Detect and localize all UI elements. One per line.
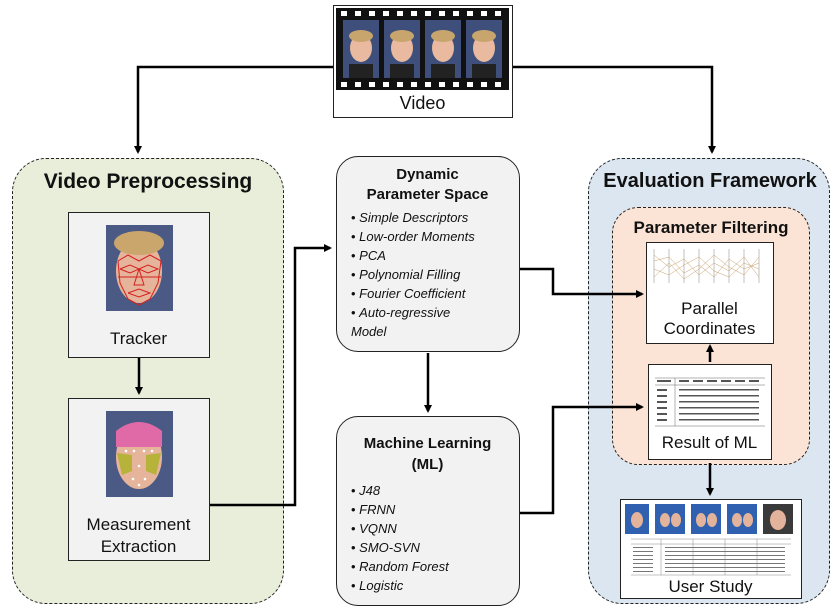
result-of-ml-label: Result of ML — [661, 433, 758, 452]
machine-learning-box: Machine Learning (ML) J48 FRNN VQNN SMO-… — [336, 416, 520, 606]
list-item: Simple Descriptors — [351, 208, 475, 227]
measurement-face-image — [106, 411, 173, 497]
result-of-ml-box: Result of ML — [648, 364, 772, 460]
parameter-filtering-title: Parameter Filtering — [633, 218, 789, 237]
tracker-label: Tracker — [110, 329, 167, 348]
video-label: Video — [399, 93, 446, 113]
list-item: Fourier Coefficient — [351, 284, 475, 303]
parameter-space-title-line2: Parameter Space — [366, 186, 489, 203]
list-item: SMO-SVN — [351, 538, 449, 557]
film-strip-image — [336, 8, 509, 90]
parameter-space-list: Simple Descriptors Low-order Moments PCA… — [351, 208, 475, 322]
parallel-coordinates-box: Parallel Coordinates — [646, 242, 774, 344]
parallel-label-line1: Parallel — [681, 299, 738, 318]
tracker-box: Tracker — [68, 212, 210, 358]
result-table-thumbnail — [655, 377, 765, 427]
arrow-measurement-to-parameter-space — [205, 244, 332, 507]
evaluation-framework-title: Evaluation Framework — [603, 170, 817, 192]
list-item-continuation: Model — [351, 324, 387, 339]
list-item: Random Forest — [351, 557, 449, 576]
measurement-label-line2: Extraction — [100, 537, 177, 556]
user-study-faces-image — [625, 504, 793, 534]
user-study-table-thumbnail — [631, 538, 791, 576]
measurement-extraction-box: Measurement Extraction — [68, 398, 210, 561]
user-study-label: User Study — [668, 577, 753, 596]
list-item: FRNN — [351, 500, 449, 519]
list-item: Logistic — [351, 576, 449, 595]
parallel-label-line2: Coordinates — [663, 319, 756, 338]
measurement-label-line1: Measurement — [86, 515, 191, 534]
parallel-coordinates-thumbnail — [653, 249, 760, 283]
ml-title-line1: Machine Learning — [363, 435, 492, 452]
arrow-video-to-preprocessing — [134, 65, 333, 154]
arrow-parameter-space-to-parallel — [520, 267, 644, 298]
parameter-space-box: Dynamic Parameter Space Simple Descripto… — [336, 156, 520, 352]
arrow-ml-to-result — [520, 403, 644, 515]
list-item: VQNN — [351, 519, 449, 538]
tracker-face-image — [106, 225, 173, 311]
arrow-video-to-evaluation — [513, 65, 716, 154]
list-item: Low-order Moments — [351, 227, 475, 246]
parameter-space-title-line1: Dynamic — [396, 166, 459, 183]
list-item: Auto-regressive — [351, 303, 475, 322]
list-item: Polynomial Filling — [351, 265, 475, 284]
list-item: J48 — [351, 481, 449, 500]
user-study-box: User Study — [620, 499, 802, 599]
ml-title-line2: (ML) — [411, 456, 444, 473]
ml-method-list: J48 FRNN VQNN SMO-SVN Random Forest Logi… — [351, 481, 449, 595]
video-preprocessing-title: Video Preprocessing — [43, 170, 253, 193]
list-item: PCA — [351, 246, 475, 265]
video-box: Video — [333, 5, 513, 118]
